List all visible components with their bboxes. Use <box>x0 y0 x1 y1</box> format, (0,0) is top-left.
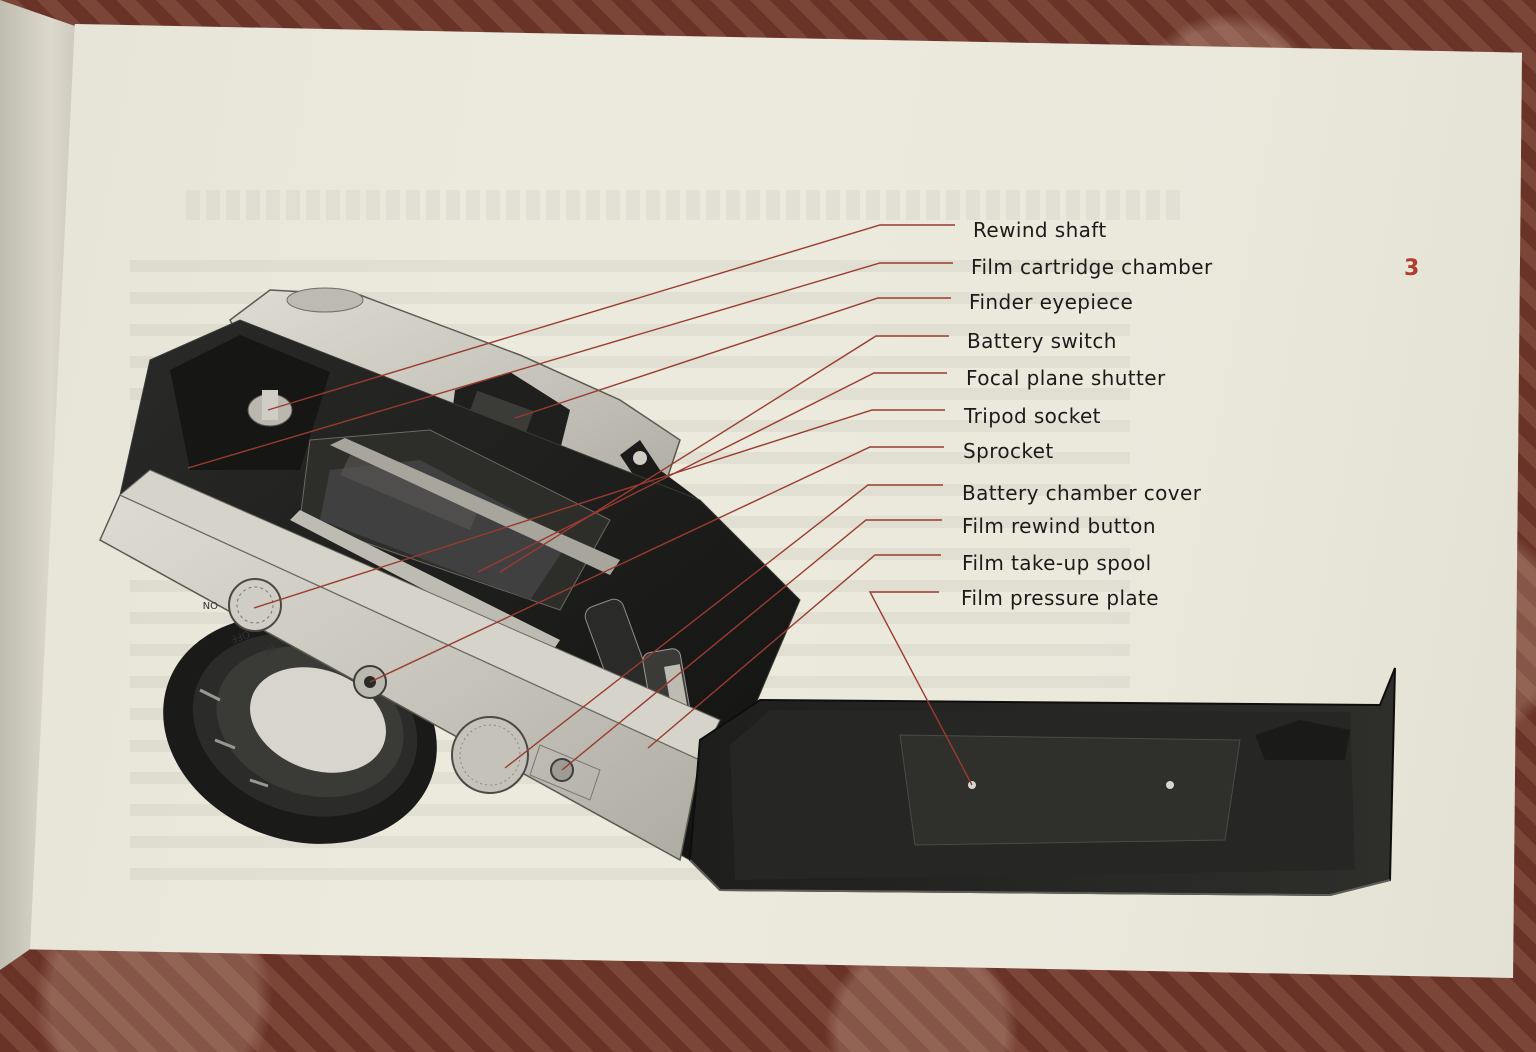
marking-on: ON <box>203 599 218 610</box>
label-battery-switch: Battery switch <box>967 329 1117 353</box>
leader-finder-eyepiece <box>514 297 951 419</box>
leader-battery-switch <box>499 335 949 573</box>
leader-film-pressure-plate <box>868 591 973 786</box>
label-rewind-shaft: Rewind shaft <box>973 218 1107 242</box>
label-tripod-socket: Tripod socket <box>964 404 1101 428</box>
leader-rewind-shaft <box>267 224 955 411</box>
leader-battery-chamber-cover <box>504 484 943 769</box>
label-finder-eyepiece: Finder eyepiece <box>969 290 1134 314</box>
leader-film-take-up-spool <box>647 554 941 749</box>
leader-tripod-socket <box>253 409 945 609</box>
camera-back-door <box>688 667 1396 897</box>
label-sprocket: Sprocket <box>963 439 1054 463</box>
leader-sprocket <box>369 446 944 683</box>
label-film-cartridge-chamber: Film cartridge chamber <box>971 255 1213 279</box>
leader-lines <box>187 224 973 786</box>
label-focal-plane-shutter: Focal plane shutter <box>966 366 1166 390</box>
label-film-rewind-button: Film rewind button <box>962 514 1156 538</box>
leader-film-rewind-button <box>561 519 942 771</box>
label-film-take-up-spool: Film take-up spool <box>962 551 1152 575</box>
camera-bottom-plate: ON OFF BC <box>99 469 721 862</box>
label-film-pressure-plate: Film pressure plate <box>961 586 1160 610</box>
page-number: 3 <box>1404 256 1420 281</box>
leader-focal-plane-shutter <box>477 372 947 573</box>
label-battery-chamber-cover: Battery chamber cover <box>962 481 1202 505</box>
leader-film-cartridge-chamber <box>187 262 953 469</box>
